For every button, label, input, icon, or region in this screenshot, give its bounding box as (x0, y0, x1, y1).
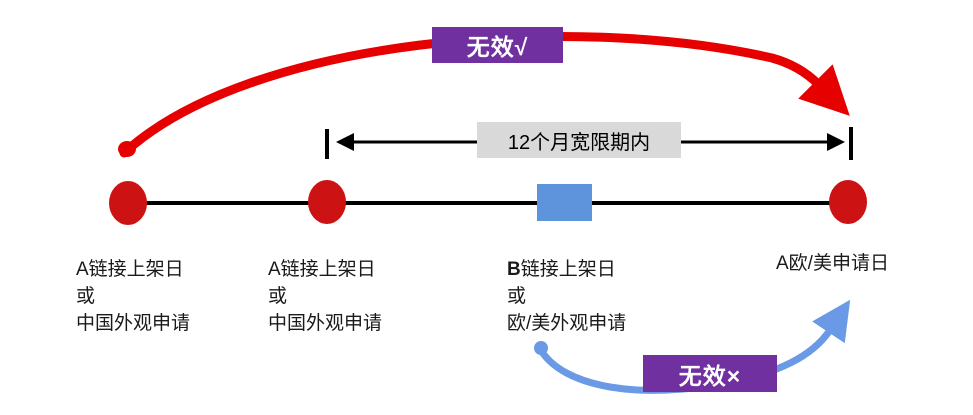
badge-invalid-check-label: 无效√ (466, 34, 529, 60)
event-label-1: A链接上架日 或 中国外观申请 (76, 256, 190, 337)
event-dot-1 (109, 181, 147, 225)
event-dot-2 (308, 180, 346, 224)
event-2-line-2: 或 (268, 286, 288, 307)
badge-invalid-cross-label: 无效× (678, 362, 742, 389)
event-3-line-2: 或 (507, 286, 527, 307)
badge-invalid-cross: 无效× (643, 355, 777, 392)
event-3-line-1-text: 链接上架日 (520, 259, 616, 280)
event-dot-4 (829, 180, 867, 224)
grace-period-text: 12个月宽限期内 (507, 131, 651, 154)
event-label-3: B链接上架日 或 欧/美外观申请 (507, 256, 626, 337)
event-1-line-2: 或 (76, 286, 96, 307)
event-4-line-1: A欧/美申请日 (776, 253, 889, 274)
event-label-2: A链接上架日 或 中国外观申请 (268, 256, 382, 337)
event-1-line-1: A链接上架日 (76, 259, 184, 280)
event-1-line-3: 中国外观申请 (76, 313, 191, 334)
grace-arrowhead-left-icon (336, 133, 354, 151)
event-3-line-1: B链接上架日 (507, 256, 626, 283)
event-b-marker (537, 184, 592, 221)
badge-invalid-check: 无效√ (432, 27, 563, 63)
event-3-bold-prefix: B (507, 259, 521, 280)
grace-period-label: 12个月宽限期内 (477, 122, 681, 158)
event-3-line-3: 欧/美外观申请 (507, 313, 627, 334)
grace-arrowhead-right-icon (827, 133, 845, 151)
event-2-line-3: 中国外观申请 (268, 313, 383, 334)
event-2-line-1: A链接上架日 (268, 259, 376, 280)
event-label-4: A欧/美申请日 (776, 250, 889, 277)
